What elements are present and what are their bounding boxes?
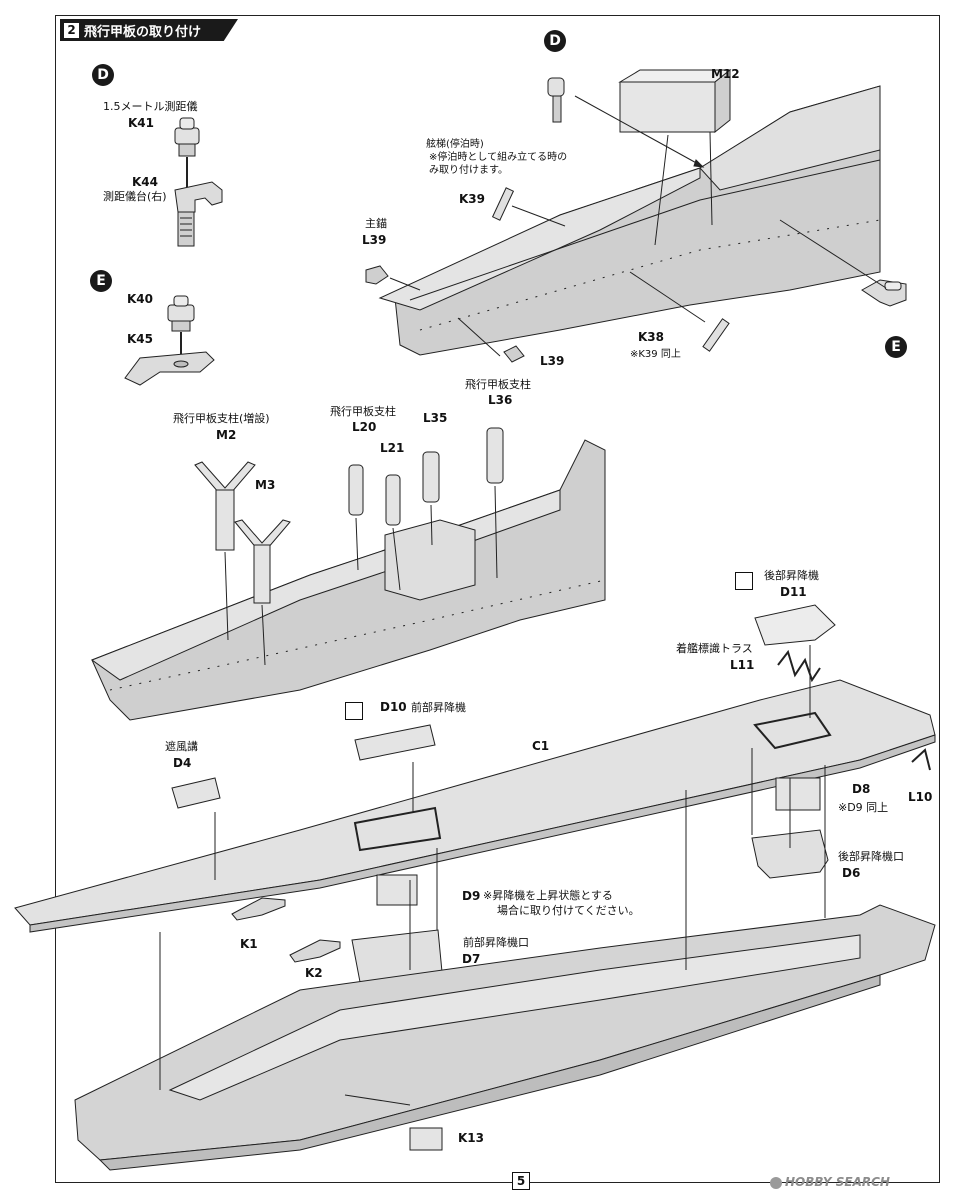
part-label-d11: D11 (780, 585, 807, 599)
part-label-l11: L11 (730, 658, 755, 672)
detail-d-parts (174, 117, 223, 247)
m2-name: 飛行甲板支柱(増設) (173, 412, 270, 425)
part-label-l39-bottom: L39 (540, 354, 565, 368)
part-label-k41: K41 (128, 116, 154, 130)
rangefinder-name: 1.5メートル測距儀 (103, 100, 198, 113)
part-label-l39-top: L39 (362, 233, 387, 247)
part-label-k38: K38 (638, 330, 664, 344)
part-label-k1: K1 (240, 937, 258, 951)
cement-icon-front (345, 702, 363, 720)
part-label-k40: K40 (127, 292, 153, 306)
part-label-k45: K45 (127, 332, 153, 346)
part-label-k13: K13 (458, 1131, 484, 1145)
part-label-k2: K2 (305, 966, 323, 980)
ladder-name: 舷梯(停泊時) (426, 139, 484, 150)
k38-note: ※K39 同上 (630, 349, 681, 360)
part-label-l35: L35 (423, 411, 448, 425)
watermark-text: HOBBY SEARCH (785, 1175, 890, 1189)
part-label-l36: L36 (488, 393, 513, 407)
step-title: 飛行甲板の取り付け (84, 24, 202, 40)
ladder-note: ※停泊時として組み立てる時のみ取り付けます。 (429, 152, 568, 176)
part-label-d6: D6 (842, 866, 861, 880)
l36-name: 飛行甲板支柱 (465, 378, 531, 391)
part-label-l20: L20 (352, 420, 377, 434)
bow-hull-top (365, 68, 907, 363)
part-label-l10: L10 (908, 790, 933, 804)
front-elevator-name: 前部昇降機 (411, 701, 466, 714)
part-label-m3: M3 (255, 478, 276, 492)
part-label-m12: M12 (711, 67, 740, 81)
d8-note: ※D9 同上 (838, 801, 889, 814)
part-label-d4: D4 (173, 756, 192, 770)
flight-deck (14, 604, 936, 983)
bow-hull-middle (90, 427, 606, 721)
watermark-logo-icon (770, 1176, 782, 1189)
part-label-k39: K39 (459, 192, 485, 206)
lower-hull (74, 790, 936, 1171)
step-number: 2 (64, 22, 79, 38)
part-label-d9: D9 (462, 889, 481, 903)
page-frame (55, 15, 940, 1183)
d9-note-2: 場合に取り付けてください。 (497, 904, 640, 917)
bow-e-bubble: E (885, 336, 907, 358)
rear-well-name: 後部昇降機口 (838, 850, 904, 863)
watermark: HOBBY SEARCH (770, 1175, 890, 1189)
part-label-m2: M2 (216, 428, 237, 442)
rear-elevator-name: 後部昇降機 (764, 569, 819, 582)
page-number: 5 (512, 1172, 530, 1190)
detail-e-bubble: E (90, 270, 112, 292)
part-label-d8: D8 (852, 782, 871, 796)
bow-d-bubble: D (544, 30, 566, 52)
part-label-l21: L21 (380, 441, 405, 455)
detail-d-bubble: D (92, 64, 114, 86)
front-well-name: 前部昇降機口 (463, 936, 529, 949)
windscreen-name: 遮風講 (165, 740, 198, 753)
d9-note-1: ※昇降機を上昇状態とする (483, 889, 613, 902)
rangefinder-base-name: 測距儀台(右) (103, 190, 167, 203)
part-label-k44: K44 (132, 175, 158, 189)
l20-name: 飛行甲板支柱 (330, 405, 396, 418)
cement-icon (735, 572, 753, 590)
part-label-d10: D10 (380, 700, 407, 714)
truss-name: 着艦標識トラス (676, 642, 753, 655)
detail-e-parts (124, 295, 215, 386)
part-label-d7: D7 (462, 952, 481, 966)
part-label-c1: C1 (532, 739, 550, 753)
step-header: 2 飛行甲板の取り付け (60, 19, 238, 41)
anchor-name: 主錨 (365, 217, 387, 230)
